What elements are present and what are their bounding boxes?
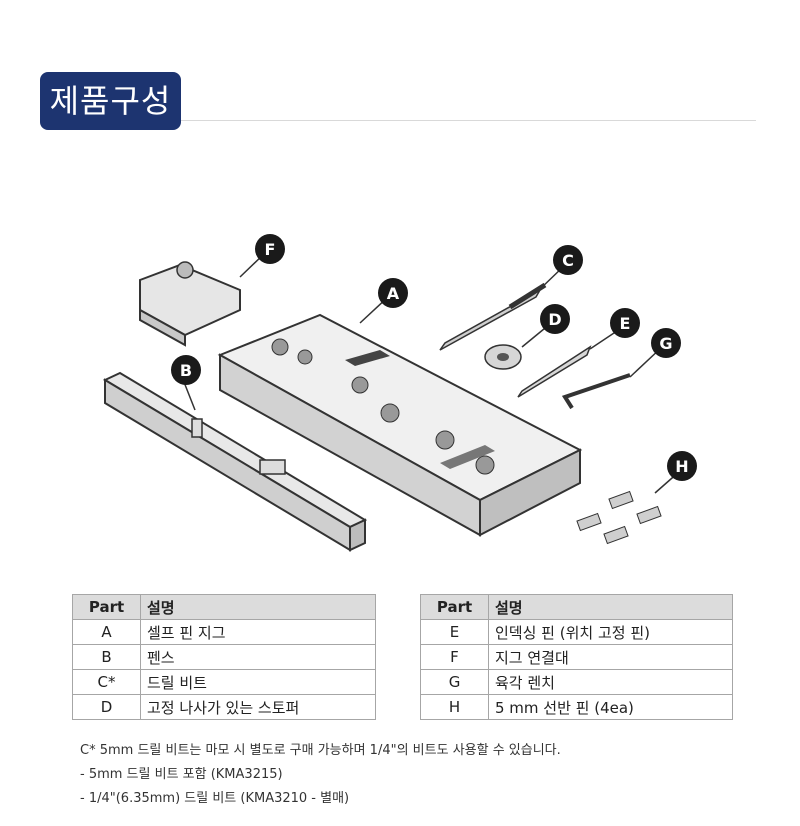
parts-table-left: Part 설명 A 셀프 핀 지그 B 펜스 C* 드릴 비트 D 고정 나사가… <box>72 594 376 720</box>
svg-text:B: B <box>180 361 192 380</box>
part-desc: 인덱싱 핀 (위치 고정 핀) <box>488 619 733 645</box>
note-line: - 5mm 드릴 비트 포함 (KMA3215) <box>80 767 283 782</box>
callout-d: D <box>540 304 570 334</box>
svg-text:E: E <box>620 314 631 333</box>
part-code: H <box>420 694 489 720</box>
table-row: B 펜스 <box>72 644 376 670</box>
callout-b: B <box>171 355 201 385</box>
table-row: H 5 mm 선반 핀 (4ea) <box>420 694 733 720</box>
part-code: F <box>420 644 489 670</box>
table-row: C* 드릴 비트 <box>72 669 376 695</box>
table-header-row: Part 설명 <box>72 594 376 620</box>
part-code: C* <box>72 669 141 695</box>
part-desc: 드릴 비트 <box>140 669 376 695</box>
shelf-pins-part-h <box>576 490 662 545</box>
callout-badges: F A B C D E G H <box>171 234 697 481</box>
part-code: A <box>72 619 141 645</box>
callout-h: H <box>667 451 697 481</box>
table-header-row: Part 설명 <box>420 594 733 620</box>
header-part: Part <box>420 594 489 620</box>
part-desc: 고정 나사가 있는 스토퍼 <box>140 694 376 720</box>
callout-g: G <box>651 328 681 358</box>
svg-text:C: C <box>562 251 574 270</box>
indexing-pin-part-e <box>517 345 592 398</box>
part-desc: 펜스 <box>140 644 376 670</box>
stopper-part-d <box>484 344 522 370</box>
header-desc: 설명 <box>488 594 733 620</box>
svg-text:D: D <box>548 310 561 329</box>
part-code: B <box>72 644 141 670</box>
table-row: F 지그 연결대 <box>420 644 733 670</box>
callout-c: C <box>553 245 583 275</box>
svg-text:G: G <box>659 334 672 353</box>
callout-e: E <box>610 308 640 338</box>
hex-wrench-part-g <box>561 373 631 410</box>
parts-table-right: Part 설명 E 인덱싱 핀 (위치 고정 핀) F 지그 연결대 G 육각 … <box>420 594 733 720</box>
part-code: E <box>420 619 489 645</box>
part-code: D <box>72 694 141 720</box>
svg-text:H: H <box>675 457 688 476</box>
svg-text:F: F <box>265 240 276 259</box>
jig-part-a <box>217 313 583 537</box>
notes-block: C* 5mm 드릴 비트는 마모 시 별도로 구매 가능하며 1/4"의 비트도… <box>80 739 561 811</box>
section-title: 제품구성 <box>40 72 181 130</box>
header-desc: 설명 <box>140 594 376 620</box>
callout-a: A <box>378 278 408 308</box>
product-illustration: F A B C D E G H <box>102 234 697 552</box>
title-divider <box>181 120 756 121</box>
callout-f: F <box>255 234 285 264</box>
part-code: G <box>420 669 489 695</box>
header-part: Part <box>72 594 141 620</box>
note-line: C* 5mm 드릴 비트는 마모 시 별도로 구매 가능하며 1/4"의 비트도… <box>80 743 561 758</box>
table-row: G 육각 렌치 <box>420 669 733 695</box>
note-line: - 1/4"(6.35mm) 드릴 비트 (KMA3210 - 별매) <box>80 791 350 806</box>
svg-text:A: A <box>387 284 400 303</box>
fence-part-b <box>102 371 368 552</box>
part-desc: 육각 렌치 <box>488 669 733 695</box>
part-desc: 셀프 핀 지그 <box>140 619 376 645</box>
part-desc: 5 mm 선반 핀 (4ea) <box>488 694 733 720</box>
connector-part-f <box>139 261 241 347</box>
table-row: D 고정 나사가 있는 스토퍼 <box>72 694 376 720</box>
table-row: A 셀프 핀 지그 <box>72 619 376 645</box>
table-row: E 인덱싱 핀 (위치 고정 핀) <box>420 619 733 645</box>
part-desc: 지그 연결대 <box>488 644 733 670</box>
